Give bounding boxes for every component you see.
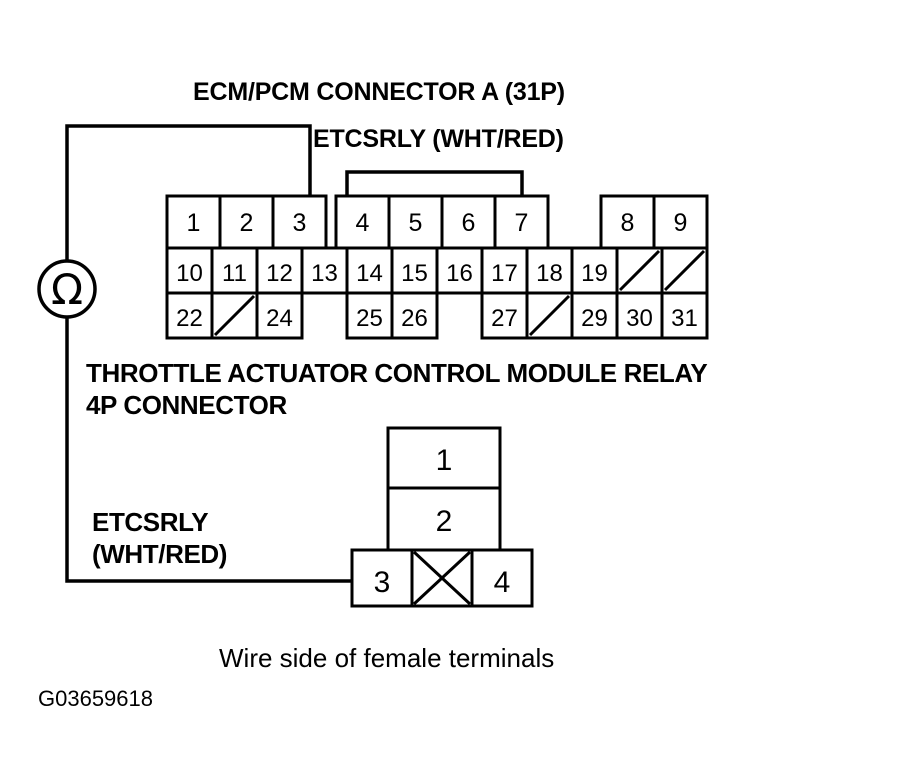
ecm-pin-label: 30 — [626, 305, 653, 332]
ecm-connector-grid: 1 2 3 4 5 6 7 8 9 — [165, 194, 709, 340]
ecm-pin-label: 13 — [311, 260, 338, 287]
ecm-pin-label: 3 — [293, 209, 307, 237]
ecm-pin-label: 27 — [491, 305, 518, 332]
ecm-pin-cell[interactable] — [255, 291, 304, 340]
ecm-pin-cell[interactable] — [271, 194, 328, 250]
ecm-wire-label: ETCSRLY (WHT/RED) — [313, 125, 564, 153]
relay-connector-title-line1: THROTTLE ACTUATOR CONTROL MODULE RELAY — [86, 358, 707, 388]
wire-relay-pin3 — [65, 317, 352, 583]
ecm-pin-label: 19 — [581, 260, 608, 287]
relay-wire-label-line2: (WHT/RED) — [92, 539, 227, 569]
relay-pin-cell[interactable] — [350, 548, 414, 608]
relay-connector-title-line2: 4P CONNECTOR — [86, 390, 287, 420]
relay-pin-label: 3 — [374, 566, 391, 599]
ecm-pin-label: 5 — [409, 209, 423, 237]
ecm-pin-label: 24 — [266, 305, 293, 332]
ecm-pin-cell[interactable] — [165, 291, 214, 340]
ecm-pin-cell[interactable] — [390, 291, 439, 340]
ecm-pin-label: 1 — [187, 209, 201, 237]
ecm-pin-label: 4 — [356, 209, 370, 237]
ecm-pin-cell[interactable] — [210, 246, 259, 295]
ecm-pin-label: 11 — [222, 260, 247, 287]
unused-slash-icon — [213, 294, 256, 337]
ecm-pin-cell[interactable] — [615, 291, 664, 340]
relay-pin-cell[interactable] — [470, 548, 534, 608]
omega-icon: Ω — [51, 265, 83, 314]
relay-pin-cell[interactable] — [386, 486, 502, 552]
ecm-pin-label: 16 — [446, 260, 473, 287]
ecm-pin-label: 25 — [356, 305, 383, 332]
relay-4p-connector: 1 2 3 4 — [350, 426, 534, 608]
ecm-pin-label: 9 — [674, 209, 688, 237]
unused-slash-icon — [618, 249, 661, 292]
unused-cross-icon — [412, 550, 472, 606]
ecm-pin-cell[interactable] — [300, 246, 349, 295]
unused-slash-icon — [528, 294, 571, 337]
ecm-middle-row: 10 11 12 13 14 15 16 17 18 19 — [165, 246, 709, 295]
ecm-pin-label: 10 — [176, 260, 203, 287]
bottom-caption: Wire side of female terminals — [219, 643, 554, 673]
ecm-pin-label: 12 — [266, 260, 293, 287]
wire-ecm-pin3 — [65, 124, 312, 261]
relay-wire-label-line1: ETCSRLY — [92, 507, 208, 537]
ecm-pin-cell[interactable] — [165, 194, 222, 250]
ecm-pin-label: 22 — [176, 305, 203, 332]
relay-pin-label: 2 — [436, 505, 453, 538]
ecm-pin-cell[interactable] — [570, 246, 619, 295]
ecm-pin-cell[interactable] — [660, 291, 709, 340]
unused-slash-icon — [663, 249, 706, 292]
ecm-pin-label: 15 — [401, 260, 428, 287]
ecm-top-row: 1 2 3 4 5 6 7 8 9 — [165, 194, 709, 250]
ohmmeter-symbol: Ω — [37, 259, 97, 319]
ecm-pin-cell[interactable] — [435, 246, 484, 295]
ecm-pin-cell[interactable] — [345, 291, 394, 340]
wire-bracket-pins-4-7 — [345, 170, 524, 196]
ecm-pin-label: 18 — [536, 260, 563, 287]
ecm-pin-cell[interactable] — [652, 194, 709, 250]
ecm-pin-cell[interactable] — [255, 246, 304, 295]
ecm-pin-label: 2 — [240, 209, 254, 237]
ecm-connector-title: ECM/PCM CONNECTOR A (31P) — [193, 78, 565, 106]
ecm-pin-label: 14 — [356, 260, 383, 287]
ecm-pin-label: 29 — [581, 305, 608, 332]
ecm-pin-cell[interactable] — [570, 291, 619, 340]
ecm-pin-label: 6 — [462, 209, 476, 237]
ecm-bottom-row: 22 24 25 26 27 29 30 — [165, 291, 709, 340]
ecm-pin-label: 26 — [401, 305, 428, 332]
relay-pin-label: 4 — [494, 566, 511, 599]
ecm-pin-label: 31 — [671, 305, 698, 332]
ecm-pin-label: 7 — [515, 209, 529, 237]
relay-pin-label: 1 — [436, 444, 453, 477]
reference-id: G03659618 — [38, 686, 153, 711]
ecm-pin-label: 17 — [491, 260, 518, 287]
ecm-pin-label: 8 — [621, 209, 635, 237]
ecm-pin-cell[interactable] — [440, 194, 497, 250]
